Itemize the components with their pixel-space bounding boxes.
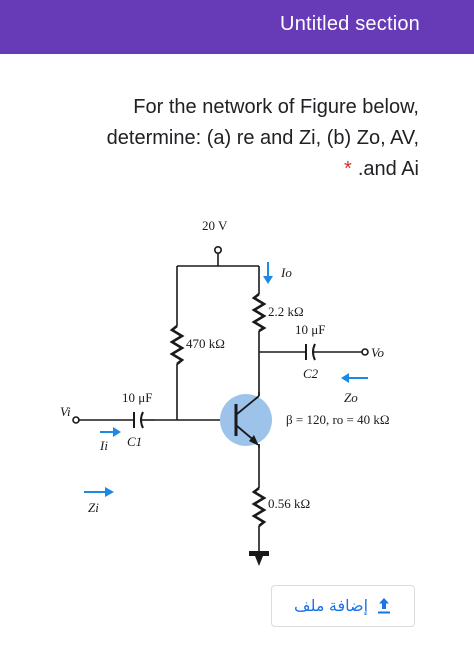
section-title: Untitled section [280,13,420,35]
resistor-470k [169,324,185,366]
question-line-3-text: .and Ai [357,158,419,180]
supply-terminal [214,246,223,255]
transistor-params-label: β = 120, ro = 40 kΩ [286,412,390,427]
ground-symbol [249,551,269,556]
c1-label: C1 [127,434,142,449]
upload-icon [376,597,392,615]
resistor-2-2k [251,292,267,333]
io-label: Io [280,265,292,280]
zo-label: Zo [344,390,358,405]
question-text: For the network of Figure below, determi… [40,92,419,185]
supply-label: 20 V [202,218,228,233]
add-file-button[interactable]: إضافة ملف [271,585,415,627]
zi-label: Zi [88,500,99,515]
r-collector-label: 2.2 kΩ [268,304,304,319]
c-out-label: 10 μF [295,322,325,337]
r-base-label: 470 kΩ [186,336,225,351]
question-line-2: determine: (a) re and Zi, (b) Zo, AV, [106,127,419,149]
question-line-3: *.and Ai [40,154,419,185]
required-asterisk: * [344,158,352,180]
transistor [220,392,272,448]
vo-label: Vo [371,345,385,360]
vi-terminal [72,416,80,424]
section-header: Untitled section [0,0,474,54]
c-in-label: 10 μF [122,390,152,405]
c2-label: C2 [303,366,319,381]
question-line-1: For the network of Figure below, [133,96,419,118]
ii-label: Ii [99,438,108,453]
add-file-label: إضافة ملف [294,598,369,615]
r-emitter-label: 0.56 kΩ [268,496,310,511]
resistor-0-56k [251,486,267,528]
vo-terminal [361,348,369,356]
circuit-figure: 20 V Io 2.2 kΩ 10 μF 470 kΩ C2 Vo Zo 10 … [60,218,390,566]
vi-label: Vi [60,404,71,419]
